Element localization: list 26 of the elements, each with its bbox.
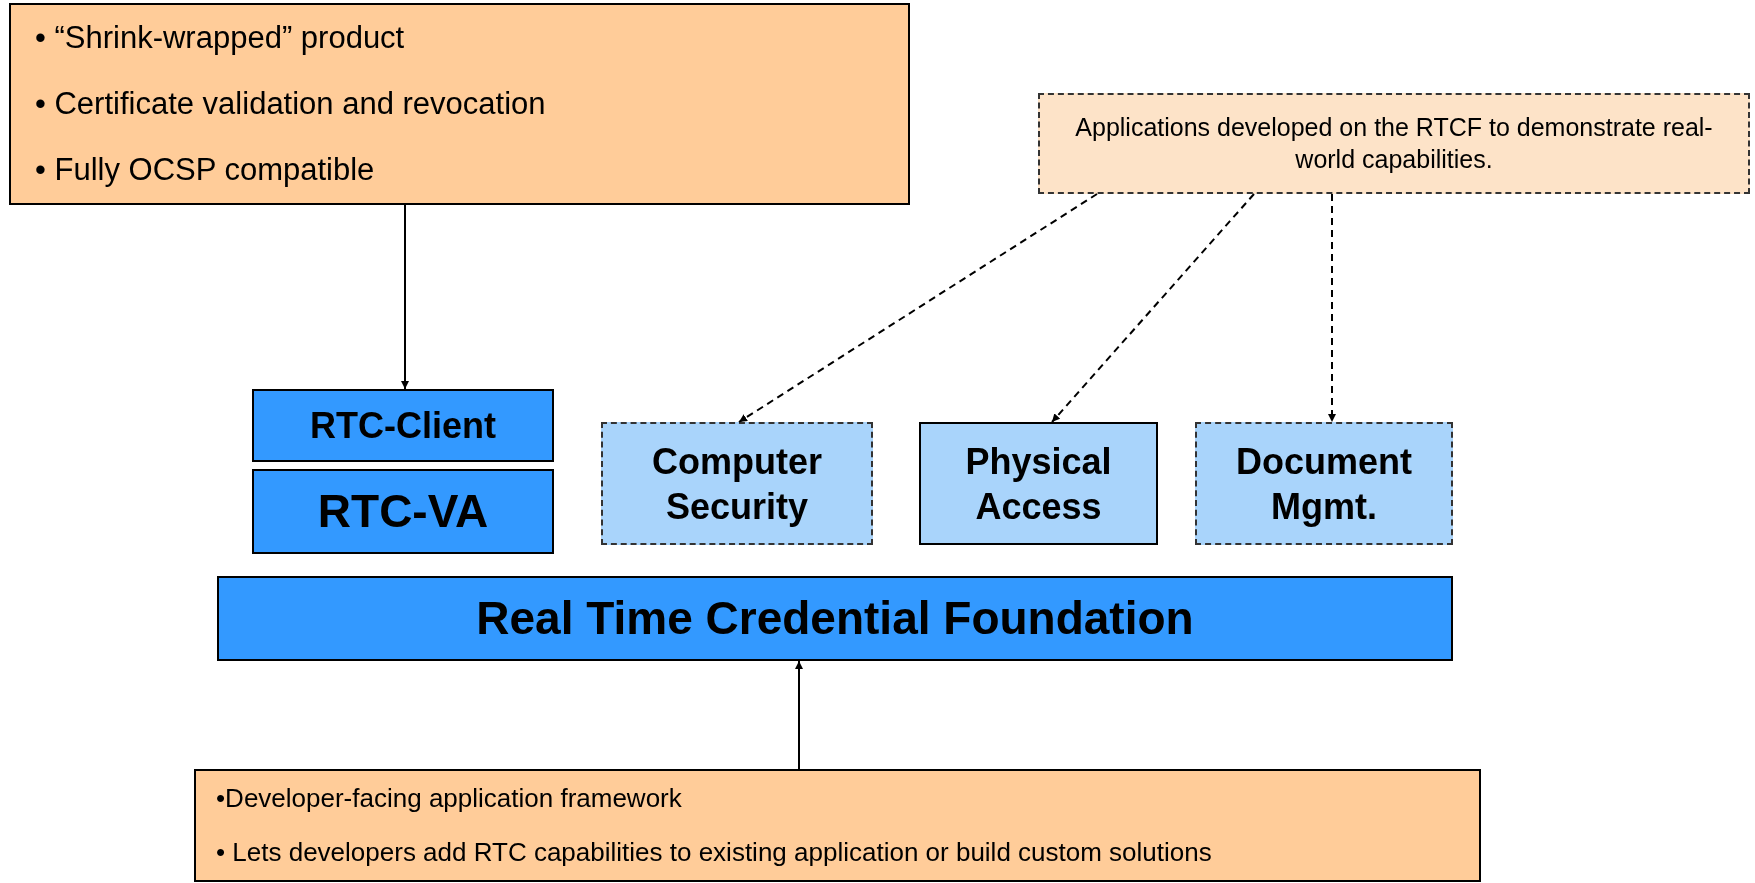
box-text: Applications developed on the RTCF to demonstrate real-world capabilities. [1074,112,1714,175]
application-box [919,422,1158,545]
box-text: RTC-VA [317,484,489,539]
component-box [252,389,554,462]
arrow [401,204,409,390]
box-text: • Fully OCSP compatible [35,150,375,189]
box-text: • Lets developers add RTC capabilities to existing application or build custom solutions [216,836,1212,870]
component-box [252,469,554,554]
application-box [601,422,873,545]
application-box [1195,422,1453,545]
box-text: Computer Security [651,439,823,529]
box-text: Real Time Credential Foundation [476,591,1194,646]
arrow [795,660,803,770]
note-box [194,769,1481,882]
box-text: •Developer-facing application framework [216,781,682,815]
note-box [1038,93,1750,194]
foundation-box [217,576,1453,661]
arrow [738,193,1098,423]
box-text: • “Shrink-wrapped” product [35,18,405,57]
arrow [1328,193,1336,423]
arrow [1051,193,1255,423]
box-text: RTC-Client [310,403,496,448]
note-box [9,3,910,205]
box-text: Document Mgmt. [1235,439,1413,529]
box-text: Physical Access [964,439,1113,529]
box-text: • Certificate validation and revocation [35,84,546,123]
